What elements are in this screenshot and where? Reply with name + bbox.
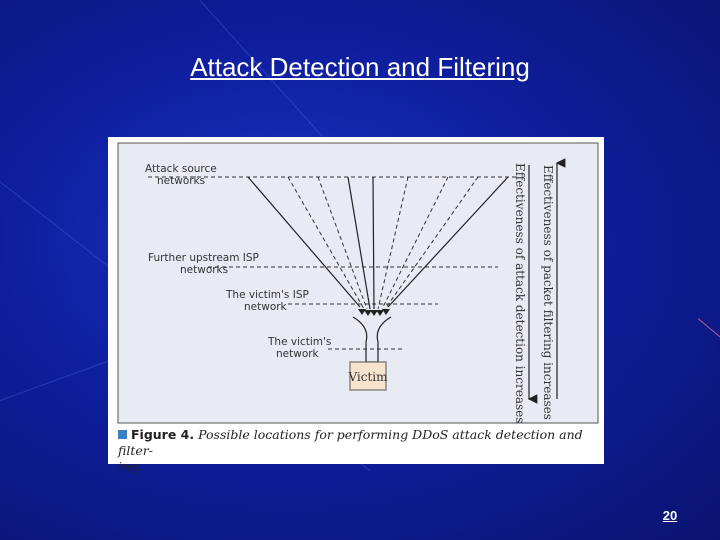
attack-path-line: [347, 176, 371, 310]
victim-box: [349, 361, 387, 391]
attack-path-line: [387, 176, 509, 308]
attack-path-dashed-line: [381, 176, 449, 310]
victim-label: Victim: [347, 370, 388, 384]
filtering-arrow-label: Effectiveness of packet filtering increa…: [541, 165, 555, 420]
attack-path-line: [372, 176, 375, 310]
attack-path-dashed-line: [377, 176, 409, 310]
victim-network-label-line1: The victim's: [267, 336, 331, 348]
figure: Victim Attack source networks Further up…: [108, 137, 604, 474]
slide-number: 20: [662, 508, 678, 523]
attack-path-dashed-line: [384, 176, 479, 310]
background-streak: [697, 318, 720, 339]
figure-caption: Figure 4. Possible locations for perform…: [118, 427, 596, 475]
victim-network-label-line2: network: [276, 348, 320, 360]
convergence-arrowheads: [358, 309, 390, 316]
attack-path-dashed-line: [287, 176, 365, 310]
attack-source-label-line1: Attack source: [145, 163, 217, 175]
ddos-diagram: Victim Attack source networks Further up…: [117, 142, 599, 424]
upstream-isp-label-line1: Further upstream ISP: [148, 252, 259, 264]
caption-marker: [118, 430, 127, 439]
attack-path-line: [247, 176, 361, 308]
upstream-isp-label-line2: networks: [180, 264, 228, 276]
attack-path-dashed-line: [317, 176, 368, 310]
caption-label: Figure 4.: [131, 427, 195, 442]
caption-text-line2: ing.: [118, 459, 143, 474]
victim-isp-label-line1: The victim's ISP: [225, 289, 309, 301]
victim-isp-label-line2: network: [244, 301, 288, 313]
slide-title: Attack Detection and Filtering: [190, 52, 530, 82]
caption-text-line1: Possible locations for performing DDoS a…: [118, 427, 583, 458]
detection-arrow-label: Effectiveness of attack detection increa…: [513, 163, 527, 423]
attack-source-label-line2: networks: [157, 175, 205, 187]
